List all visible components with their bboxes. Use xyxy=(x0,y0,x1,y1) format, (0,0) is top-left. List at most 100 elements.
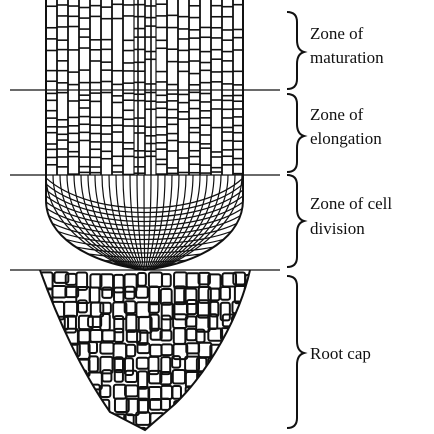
cap-cell xyxy=(245,412,258,428)
cap-cell xyxy=(125,287,134,299)
cap-cell xyxy=(126,345,135,356)
cap-cell xyxy=(172,386,181,399)
cap-cell xyxy=(65,386,73,396)
cap-cell xyxy=(67,358,79,373)
cap-cell xyxy=(232,400,244,411)
cap-cell xyxy=(246,300,254,313)
label-elongation-line2: elongation xyxy=(310,129,382,148)
zone-braces xyxy=(287,12,304,428)
cap-cell xyxy=(247,371,261,384)
cap-cell xyxy=(175,415,188,426)
cap-cell xyxy=(234,342,246,353)
cap-cell xyxy=(136,287,148,298)
cap-cell xyxy=(127,429,138,434)
cap-cell xyxy=(52,331,66,345)
cap-cell xyxy=(126,315,136,332)
cap-cell xyxy=(54,426,66,434)
cap-cell xyxy=(221,344,230,360)
cap-cell xyxy=(125,371,136,382)
cap-cell xyxy=(208,414,221,427)
root-cap-cells xyxy=(40,272,261,434)
cap-cell xyxy=(90,427,103,434)
cap-cell xyxy=(100,343,113,354)
cap-cell xyxy=(149,287,159,305)
cap-cell xyxy=(245,400,258,415)
cap-cell xyxy=(89,412,99,426)
cap-cell xyxy=(54,358,68,373)
cap-cell xyxy=(43,427,52,434)
cap-cell xyxy=(90,287,100,302)
cap-cell xyxy=(208,371,219,384)
cap-cell xyxy=(114,429,125,434)
cap-cell xyxy=(55,343,67,355)
cap-cell xyxy=(161,399,170,410)
cap-cell xyxy=(41,331,55,342)
cap-cell xyxy=(42,301,53,316)
cap-cell xyxy=(150,426,158,434)
cap-cell xyxy=(138,273,146,286)
cap-cell xyxy=(185,412,195,424)
label-division-line1: Zone of cell xyxy=(310,194,392,213)
label-rootcap: Root cap xyxy=(310,344,371,363)
brace-division xyxy=(287,175,304,267)
cap-cell xyxy=(52,286,66,297)
cap-cell xyxy=(161,427,172,434)
cap-cell xyxy=(102,330,114,341)
cap-cell xyxy=(221,385,235,400)
cap-cell xyxy=(79,330,90,342)
cap-cell xyxy=(54,414,68,424)
cap-cell xyxy=(76,427,89,434)
label-maturation-line1: Zone of xyxy=(310,24,364,43)
cap-cell xyxy=(221,400,233,417)
cap-cell xyxy=(78,399,87,413)
cap-cell xyxy=(234,414,245,430)
cap-cell xyxy=(55,385,67,399)
label-elongation-line1: Zone of xyxy=(310,105,364,124)
cap-cell xyxy=(245,286,256,300)
cap-cell xyxy=(197,428,208,434)
brace-rootcap xyxy=(287,276,304,428)
cell-grid-division xyxy=(46,175,243,276)
cap-cell xyxy=(184,400,195,410)
cap-cell xyxy=(89,399,100,411)
cap-cell xyxy=(244,344,257,360)
cap-cell xyxy=(88,317,101,327)
cap-cell xyxy=(43,373,52,385)
cell-grid-upper xyxy=(46,0,244,178)
cap-cell xyxy=(185,427,199,434)
cap-cell xyxy=(102,413,114,425)
cap-cell xyxy=(232,370,245,386)
cap-cell xyxy=(42,315,55,325)
cap-cell xyxy=(64,302,77,317)
cap-cell xyxy=(41,385,55,395)
cap-cell xyxy=(66,399,79,411)
cap-cell xyxy=(136,302,149,317)
cap-cell xyxy=(234,330,243,347)
cap-cell xyxy=(114,385,126,399)
cap-cell xyxy=(233,386,244,397)
cap-cell xyxy=(41,412,52,426)
cap-cell xyxy=(246,429,256,434)
cap-cell xyxy=(234,357,248,368)
cap-cell xyxy=(137,358,149,369)
cap-cell xyxy=(235,426,244,434)
cap-cell xyxy=(198,415,210,430)
cap-cell xyxy=(210,385,223,401)
cap-cell xyxy=(55,372,69,388)
cap-cell xyxy=(148,387,161,400)
cell-file-curve xyxy=(137,175,144,270)
cap-cell xyxy=(246,330,255,347)
cap-cell xyxy=(163,414,174,429)
cap-cell xyxy=(162,316,171,331)
cap-cell xyxy=(173,370,185,383)
cap-cell xyxy=(149,272,162,287)
cap-cell xyxy=(77,387,87,399)
brace-elongation xyxy=(287,94,304,172)
cell-file-curve xyxy=(144,175,145,270)
cap-cell xyxy=(222,426,235,434)
cap-cell xyxy=(114,288,123,302)
cap-cell xyxy=(150,345,161,357)
cap-cell xyxy=(54,400,68,417)
cap-cell xyxy=(161,344,172,355)
